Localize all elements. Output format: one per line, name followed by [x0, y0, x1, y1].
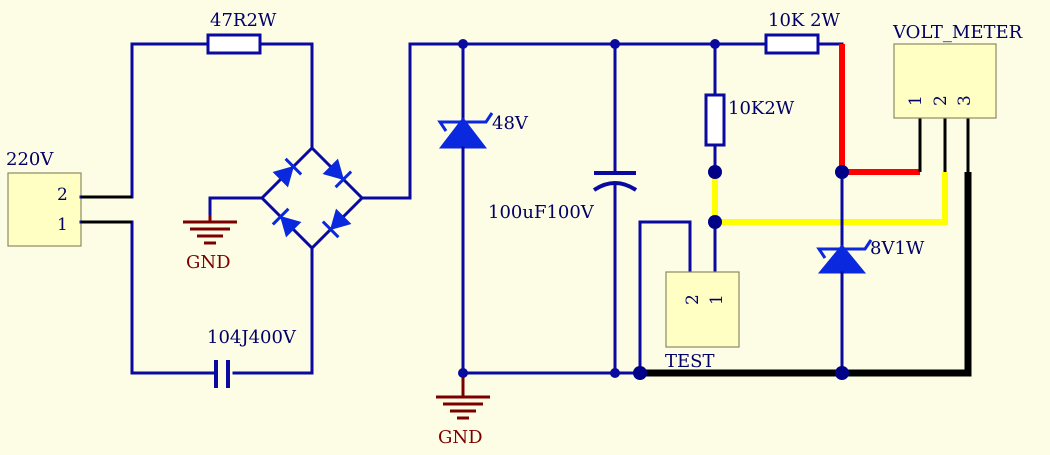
junction-dot: [633, 366, 647, 380]
test-connector-body: [665, 271, 740, 348]
junction-dot: [708, 165, 722, 179]
main-ground-symbol: GND: [436, 373, 490, 448]
bridge-ground-label: GND: [186, 252, 231, 273]
mid-resistor-label: 10K2W: [728, 98, 795, 119]
input-wires: [79, 42, 412, 375]
volt-meter-pin-1: 1: [906, 95, 926, 106]
test-connector-pin-2: 2: [683, 294, 703, 305]
junction-dot: [835, 165, 849, 179]
bridge-rectifier[interactable]: [259, 145, 365, 251]
volt-meter[interactable]: VOLT_METER 1 2 3: [892, 22, 1023, 172]
volt-meter-pin-3: 3: [955, 95, 975, 106]
bridge-diode-1: [272, 157, 303, 188]
bridge-diode-4: [321, 208, 352, 239]
power-connector[interactable]: 220V 2 1: [6, 149, 82, 247]
junction-dot: [708, 215, 722, 229]
junction-dot: [610, 39, 620, 49]
junction-dot: [458, 39, 468, 49]
black-net: [638, 172, 972, 377]
series-resistor-body: [206, 33, 262, 55]
power-connector-body: [7, 172, 82, 247]
volt-meter-body: [893, 43, 997, 119]
test-connector-label: TEST: [665, 351, 714, 372]
bulk-capacitor[interactable]: 100uF100V: [488, 42, 638, 375]
yellow-net: [712, 172, 948, 225]
filter-cap-ac-label: 104J400V: [207, 327, 297, 348]
series-resistor-label: 47R2W: [210, 10, 277, 31]
bulk-capacitor-label: 100uF100V: [488, 202, 595, 223]
test-connector[interactable]: 2 1 TEST: [665, 271, 740, 372]
zener-8v1[interactable]: 8V1W: [816, 170, 925, 375]
junction-dot: [610, 368, 620, 378]
power-connector-label: 220V: [6, 149, 54, 170]
top-resistor[interactable]: 10K 2W: [764, 10, 841, 55]
bridge-outline: [259, 145, 365, 251]
mid-resistor-body: [704, 93, 726, 147]
volt-meter-label: VOLT_METER: [892, 22, 1023, 43]
test-wires: [638, 220, 717, 375]
zener-48v-label: 48V: [492, 113, 529, 134]
mid-resistor[interactable]: 10K2W: [704, 42, 795, 174]
power-connector-pin-1: 1: [57, 215, 68, 235]
bridge-diode-3: [271, 207, 302, 238]
junction-dot: [458, 368, 468, 378]
test-connector-pin-1: 1: [707, 294, 727, 305]
series-resistor[interactable]: 47R2W: [206, 10, 277, 55]
main-ground-label: GND: [438, 427, 483, 448]
zener-8v1-label: 8V1W: [870, 238, 925, 259]
power-connector-pin-2: 2: [57, 185, 68, 205]
volt-meter-pin-2: 2: [931, 95, 951, 106]
top-resistor-body: [764, 33, 820, 55]
junction-dots: [458, 39, 849, 380]
bridge-ground-symbol: GND: [183, 215, 237, 273]
filter-cap-ac[interactable]: 104J400V: [207, 327, 297, 388]
junction-dot: [835, 366, 849, 380]
zener-48v[interactable]: 48V: [437, 42, 529, 375]
bridge-diode-2: [322, 158, 353, 189]
top-resistor-label: 10K 2W: [768, 10, 841, 31]
junction-dot: [710, 39, 720, 49]
